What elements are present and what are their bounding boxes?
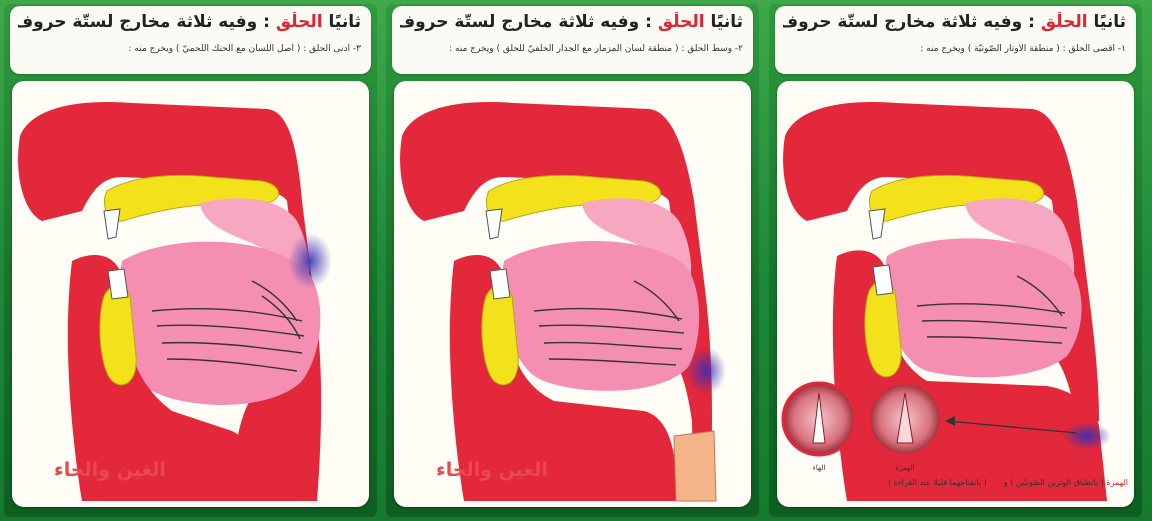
anatomy-card: الغين والخاء xyxy=(12,81,369,507)
glottis-open-icon xyxy=(869,383,941,455)
panel-upper-pharynx: ثانيًا الحلْق : وفيه ثلاثة مخارج لستّة ح… xyxy=(769,4,1142,517)
panel-subtitle: ٢- وسط الحلْق : ( منطقة لسان المزمار مع … xyxy=(400,44,743,54)
lower-tooth-icon xyxy=(873,265,893,295)
title-highlight: الحلْق xyxy=(658,12,705,32)
letters-caption: الغين والخاء xyxy=(54,459,166,481)
title-prefix: ثانيًا xyxy=(1094,12,1126,32)
title-highlight: الحلْق xyxy=(276,12,323,32)
lower-tooth-icon xyxy=(108,269,128,299)
letters-caption: العين والحاء xyxy=(436,459,548,481)
upper-tooth-icon xyxy=(486,209,502,239)
anatomy-card: العين والحاء xyxy=(394,81,751,507)
panel-header: ثانيًا الحلْق : وفيه ثلاثة مخارج لستّة ح… xyxy=(10,6,371,74)
glottis-label-hamza: الهمزة xyxy=(875,464,935,472)
panel-subtitle: ١- أقصى الحلْق : ( منطقة الأوتار الصّوتي… xyxy=(783,44,1126,54)
tongue xyxy=(884,238,1081,377)
title-prefix: ثانيًا xyxy=(711,12,743,32)
articulation-point-highlight xyxy=(1063,422,1111,450)
panel-title: ثانيًا الحلْق : وفيه ثلاثة مخارج لستّة ح… xyxy=(400,12,743,32)
panel-header: ثانيًا الحلْق : وفيه ثلاثة مخارج لستّة ح… xyxy=(775,6,1136,74)
title-rest: : وفيه ثلاثة مخارج لستّة حروف xyxy=(783,12,1035,32)
vocal-tract-diagram xyxy=(12,81,369,507)
panel-mid-pharynx: ثانيًا الحلْق : وفيه ثلاثة مخارج لستّة ح… xyxy=(386,4,759,517)
vocal-tract-diagram xyxy=(394,81,751,507)
anatomy-card: الهاء الهمزة الهمزة ( بانطباق الوترين ال… xyxy=(777,81,1134,507)
note-part-2: ( بانفتاحهما قليلًا عند القراءة ) xyxy=(888,478,987,487)
vocal-tract-diagram xyxy=(777,81,1134,507)
panel-subtitle: ٣- أدنى الحلْق : ( أصل اللّسان مع الحنك … xyxy=(18,44,361,54)
lower-bone xyxy=(100,285,136,385)
note-and: و xyxy=(1004,478,1008,487)
title-rest: : وفيه ثلاثة مخارج لستّة حروف xyxy=(400,12,652,32)
upper-tooth-icon xyxy=(104,209,120,239)
larynx-tube xyxy=(674,431,716,501)
title-rest: : وفيه ثلاثة مخارج لستّة حروف xyxy=(18,12,270,32)
panel-lower-pharynx: ثانيًا الحلْق : وفيه ثلاثة مخارج لستّة ح… xyxy=(4,4,377,517)
glottis-closed-icon xyxy=(783,383,855,455)
lower-bone xyxy=(865,281,901,377)
title-prefix: ثانيًا xyxy=(329,12,361,32)
note-haa: الهاء xyxy=(989,478,1004,487)
title-highlight: الحلْق xyxy=(1041,12,1088,32)
note-hamza: الهمزة xyxy=(1106,478,1128,487)
note-part-1: ( بانطباق الوترين الصّوتيّين ) xyxy=(1010,478,1104,487)
upper-tooth-icon xyxy=(869,209,885,239)
articulation-point-highlight xyxy=(288,233,332,289)
panel-title: ثانيًا الحلْق : وفيه ثلاثة مخارج لستّة ح… xyxy=(18,12,361,32)
panel-title: ثانيًا الحلْق : وفيه ثلاثة مخارج لستّة ح… xyxy=(783,12,1126,32)
glottis-label-haa: الهاء xyxy=(789,464,849,472)
panel-header: ثانيًا الحلْق : وفيه ثلاثة مخارج لستّة ح… xyxy=(392,6,753,74)
lower-tooth-icon xyxy=(490,269,510,299)
lower-bone xyxy=(482,285,518,385)
articulation-point-highlight xyxy=(686,347,726,395)
hamza-haa-note: الهمزة ( بانطباق الوترين الصّوتيّين ) وا… xyxy=(783,478,1128,487)
